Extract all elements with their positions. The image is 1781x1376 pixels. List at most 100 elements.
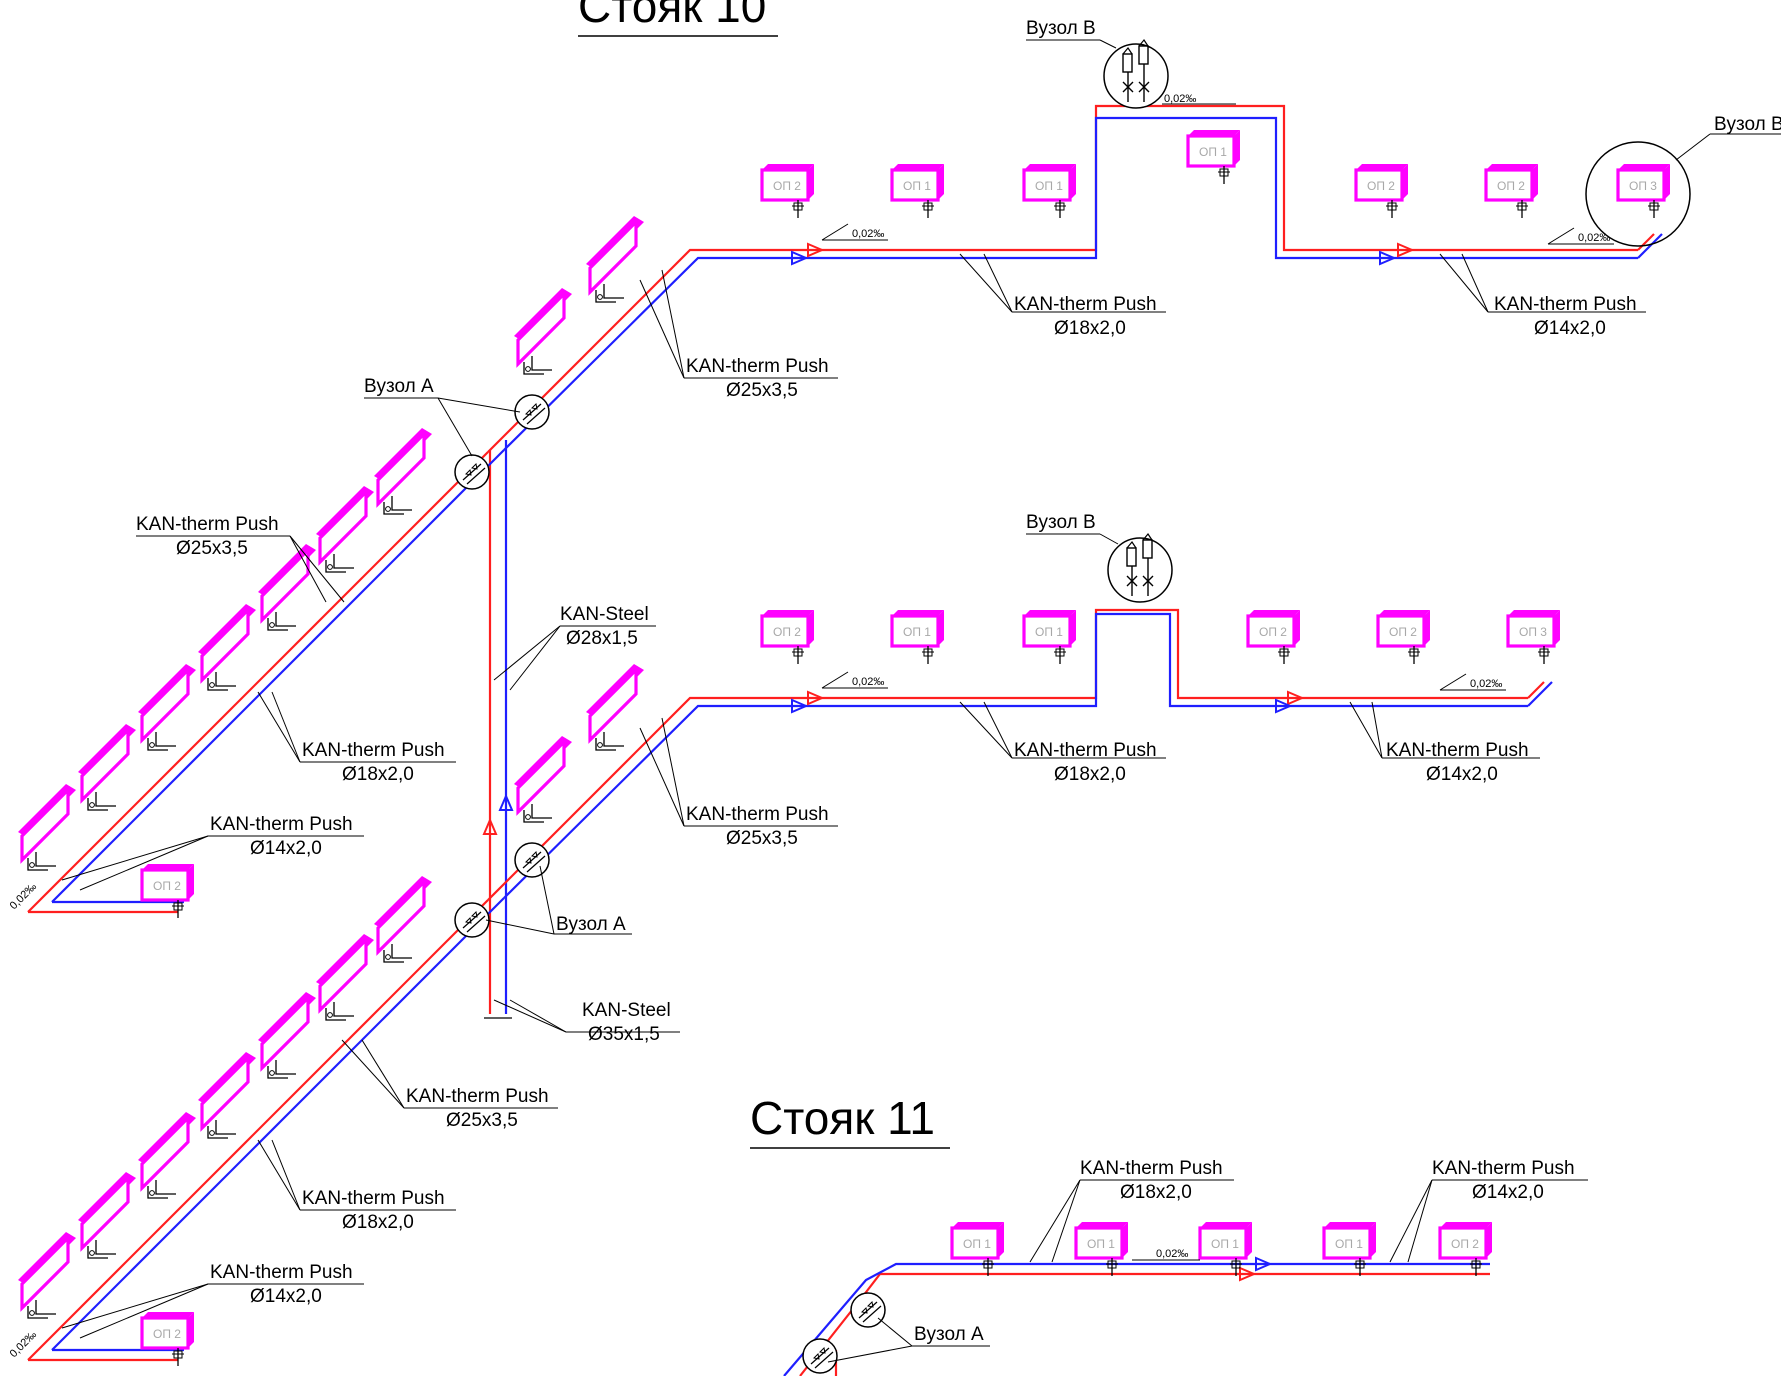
pipe-diameter: Ø18x2,0 [1054, 318, 1126, 339]
radiator-icon [584, 214, 646, 304]
pipe-diameter: Ø14x2,0 [1426, 764, 1498, 785]
radiator-label: ОП 2 [1367, 179, 1395, 193]
svg-text:0,02‰: 0,02‰ [852, 676, 884, 688]
pipe-diameter: Ø14x2,0 [250, 1286, 322, 1307]
radiator-icon [256, 990, 318, 1080]
pipe-label: KAN-therm Push [1014, 294, 1157, 315]
pipe-label: KAN-therm Push [686, 356, 829, 377]
radiator-icon [314, 932, 376, 1022]
valve-node-circle-icon [514, 394, 550, 430]
radiator-icon [372, 426, 434, 516]
pipe-label: KAN-therm Push [210, 1262, 353, 1283]
radiator-icon [16, 782, 78, 872]
radiator-icon [196, 1050, 258, 1140]
riser-10-title: Стояк 10 [578, 0, 766, 32]
node-label: Вузол В [1714, 114, 1781, 135]
node-label: Вузол А [364, 376, 434, 397]
svg-text:0,02‰: 0,02‰ [852, 228, 884, 240]
radiator-label: ОП 2 [1497, 179, 1525, 193]
riser-11-title: Стояк 11 [750, 1092, 935, 1144]
radiator-label: ОП 1 [1087, 1237, 1115, 1251]
pipe-label: KAN-therm Push [406, 1086, 549, 1107]
valve-node-circle-icon [1103, 39, 1169, 109]
pipe-label: KAN-therm Push [1014, 740, 1157, 761]
pipe-diameter: Ø25x3,5 [176, 538, 248, 559]
pipe-diameter: Ø18x2,0 [342, 1212, 414, 1233]
radiator-icon [136, 662, 198, 752]
pipe-label: KAN-therm Push [686, 804, 829, 825]
pipe-diameter: Ø25x3,5 [446, 1110, 518, 1131]
pipe-diameter: Ø14x2,0 [1534, 318, 1606, 339]
pipe-diameter: Ø18x2,0 [1054, 764, 1126, 785]
radiator-label: ОП 1 [1035, 179, 1063, 193]
radiator-icon [314, 484, 376, 574]
pipe-diameter: Ø18x2,0 [1120, 1182, 1192, 1203]
detail-circle-icon [1585, 141, 1691, 247]
radiator-label: ОП 2 [1389, 625, 1417, 639]
radiator-label: ОП 1 [1335, 1237, 1363, 1251]
radiator-icon [76, 1170, 138, 1260]
radiator-label: ОП 3 [1629, 179, 1657, 193]
radiator-label: ОП 1 [1211, 1237, 1239, 1251]
radiator-label: ОП 1 [963, 1237, 991, 1251]
pipe-label: KAN-Steel [560, 604, 649, 625]
radiator-label: ОП 2 [1451, 1237, 1479, 1251]
svg-text:0,02‰: 0,02‰ [8, 1329, 39, 1360]
radiator-icon [512, 286, 574, 376]
pipe-label: KAN-therm Push [210, 814, 353, 835]
svg-text:0,02‰: 0,02‰ [1156, 1248, 1188, 1260]
radiator-icon [372, 874, 434, 964]
pipe-diameter: Ø25x3,5 [726, 828, 798, 849]
valve-node-circle-icon [454, 454, 490, 490]
pipe-diameter: Ø28x1,5 [566, 628, 638, 649]
leader-lines [61, 39, 1781, 1363]
pipe-label: KAN-therm Push [1432, 1158, 1575, 1179]
node-label: Вузол В [1026, 18, 1096, 39]
radiator-label: ОП 1 [1199, 145, 1227, 159]
pipe-label: KAN-therm Push [302, 740, 445, 761]
radiator-label: ОП 2 [773, 625, 801, 639]
node-label: Вузол А [914, 1324, 984, 1345]
pipe-diameter: Ø14x2,0 [1472, 1182, 1544, 1203]
svg-text:0,02‰: 0,02‰ [1470, 678, 1502, 690]
pipe-label: KAN-therm Push [302, 1188, 445, 1209]
pipe-label: KAN-Steel [582, 1000, 671, 1021]
pipe-diameter: Ø25x3,5 [726, 380, 798, 401]
radiator-icon [136, 1110, 198, 1200]
radiator-icon [16, 1230, 78, 1320]
radiator-icon [512, 734, 574, 824]
pipe-diameter: Ø18x2,0 [342, 764, 414, 785]
svg-text:0,02‰: 0,02‰ [8, 881, 39, 912]
svg-text:0,02‰: 0,02‰ [1164, 93, 1196, 105]
radiator-label: ОП 2 [1259, 625, 1287, 639]
node-label: Вузол В [1026, 512, 1096, 533]
radiator-label: ОП 1 [1035, 625, 1063, 639]
radiator-label: ОП 2 [153, 879, 181, 893]
lower-diagonal-branch [27, 608, 1553, 1362]
radiator-label: ОП 1 [903, 625, 931, 639]
valve-node-circle-icon [802, 1338, 838, 1374]
pipe-diameter: Ø35x1,5 [588, 1024, 660, 1045]
radiator-icon [76, 722, 138, 812]
pipe-label: KAN-therm Push [1080, 1158, 1223, 1179]
radiator-label: ОП 3 [1519, 625, 1547, 639]
radiator-label: ОП 1 [903, 179, 931, 193]
valve-node-circle-icon [850, 1292, 886, 1328]
pipe-label: KAN-therm Push [1386, 740, 1529, 761]
radiator-icon [196, 602, 258, 692]
slope-marks: 0,02‰ 0,02‰ 0,02‰ 0,02‰ 0,02‰ 0,02‰ 0,02… [8, 93, 1614, 1360]
riser-11-branch [783, 1256, 1490, 1376]
radiator-label: ОП 2 [773, 179, 801, 193]
pipe-label: KAN-therm Push [1494, 294, 1637, 315]
radiator-icon [584, 662, 646, 752]
node-label: Вузол А [556, 914, 626, 935]
valve-node-circle-icon [514, 842, 550, 878]
pipe-diameter: Ø14x2,0 [250, 838, 322, 859]
radiator-label: ОП 2 [153, 1327, 181, 1341]
valve-node-circle-icon [454, 902, 490, 938]
upper-diagonal-branch [27, 104, 1663, 914]
main-riser [482, 440, 514, 1019]
svg-text:0,02‰: 0,02‰ [1578, 232, 1610, 244]
pipe-label: KAN-therm Push [136, 514, 279, 535]
